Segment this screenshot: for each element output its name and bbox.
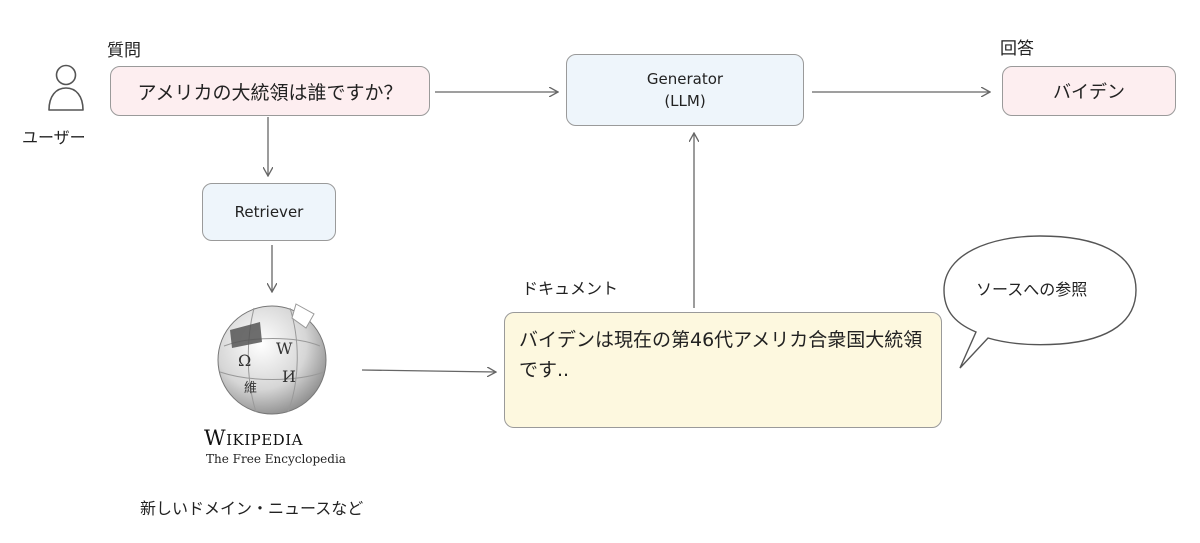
document-box: バイデンは現在の第46代アメリカ合衆国大統領です.. (504, 312, 942, 428)
wikipedia-globe-icon: Ω W И 維 (217, 303, 327, 415)
wikipedia-wordmark: Wikipedia (204, 426, 303, 450)
query-text: アメリカの大統領は誰ですか？ (137, 81, 403, 104)
document-label: ドキュメント (522, 279, 619, 298)
generator-box: Generator (LLM) (566, 54, 804, 126)
retriever-box: Retriever (202, 183, 336, 241)
speech-bubble-outline (943, 235, 1137, 369)
document-text: バイデンは現在の第46代アメリカ合衆国大統領です.. (519, 329, 923, 381)
user-label: ユーザー (22, 128, 86, 147)
answer-label: 回答 (1000, 39, 1034, 59)
retriever-text: Retriever (234, 203, 304, 221)
question-label: 質問 (107, 41, 141, 61)
answer-box: バイデン (1002, 66, 1176, 116)
wikipedia-tagline: The Free Encyclopedia (206, 452, 346, 466)
arrow-wikipedia-to-document (361, 370, 496, 372)
svg-text:Ω: Ω (238, 351, 251, 370)
svg-text:維: 維 (244, 381, 257, 396)
svg-text:W: W (276, 339, 293, 358)
svg-text:И: И (282, 367, 296, 386)
person-icon (48, 64, 84, 111)
answer-text: バイデン (1053, 82, 1125, 103)
query-box: アメリカの大統領は誰ですか？ (110, 66, 430, 116)
new-domain-label: 新しいドメイン・ニュースなど (140, 499, 364, 518)
generator-subtitle: (LLM) (664, 92, 706, 110)
generator-title: Generator (646, 70, 724, 88)
source-reference-text: ソースへの参照 (976, 280, 1088, 299)
